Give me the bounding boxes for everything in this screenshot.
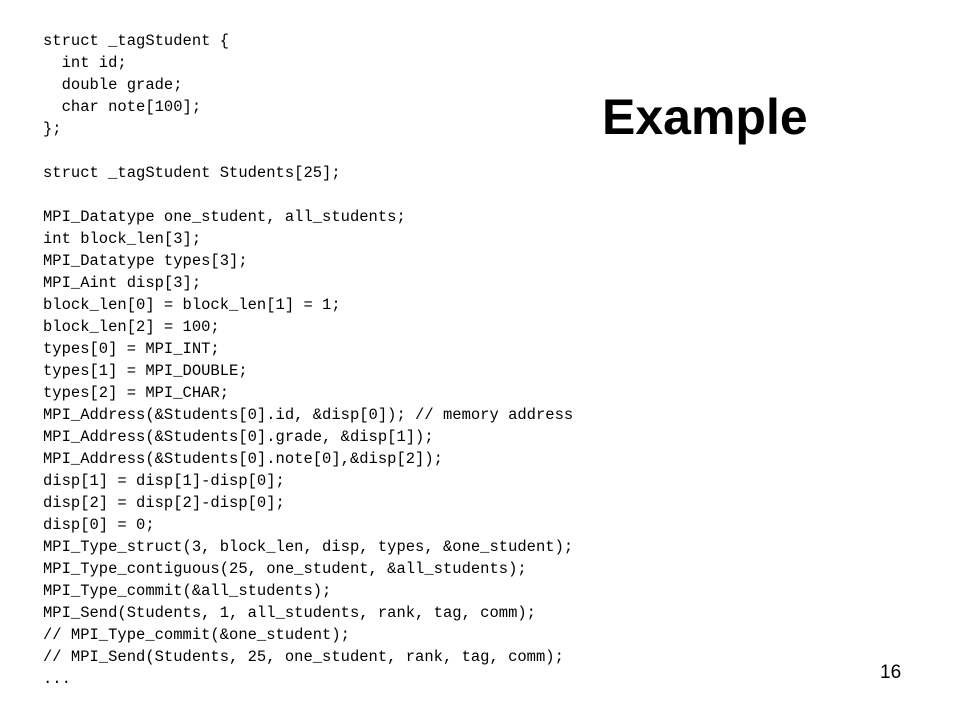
code-line: MPI_Type_contiguous(25, one_student, &al… <box>43 560 527 578</box>
code-line: // MPI_Type_commit(&one_student); <box>43 626 350 644</box>
code-line: MPI_Send(Students, 1, all_students, rank… <box>43 604 536 622</box>
code-line: MPI_Address(&Students[0].id, &disp[0]); … <box>43 406 574 424</box>
page-number: 16 <box>880 662 902 683</box>
code-line: MPI_Address(&Students[0].grade, &disp[1]… <box>43 428 434 446</box>
code-line: types[1] = MPI_DOUBLE; <box>43 362 248 380</box>
code-line: ... <box>43 670 71 688</box>
code-line: block_len[2] = 100; <box>43 318 220 336</box>
code-line: block_len[0] = block_len[1] = 1; <box>43 296 341 314</box>
code-line: disp[2] = disp[2]-disp[0]; <box>43 494 285 512</box>
code-line: types[2] = MPI_CHAR; <box>43 384 230 402</box>
code-line-blank <box>43 184 573 206</box>
code-line: MPI_Type_commit(&all_students); <box>43 582 332 600</box>
code-line: MPI_Aint disp[3]; <box>43 274 202 292</box>
code-line: int id; <box>43 54 127 72</box>
code-line: struct _tagStudent Students[25]; <box>43 164 341 182</box>
code-line: MPI_Datatype one_student, all_students; <box>43 208 406 226</box>
code-line-blank <box>43 140 573 162</box>
code-line: MPI_Datatype types[3]; <box>43 252 248 270</box>
code-block: struct _tagStudent { int id; double grad… <box>43 30 573 690</box>
code-line: char note[100]; <box>43 98 202 116</box>
code-line: disp[1] = disp[1]-disp[0]; <box>43 472 285 490</box>
code-line: int block_len[3]; <box>43 230 202 248</box>
code-line: // MPI_Send(Students, 25, one_student, r… <box>43 648 564 666</box>
code-line: MPI_Type_struct(3, block_len, disp, type… <box>43 538 574 556</box>
code-line: }; <box>43 120 62 138</box>
slide-title: Example <box>602 89 808 145</box>
code-line: disp[0] = 0; <box>43 516 155 534</box>
code-line: types[0] = MPI_INT; <box>43 340 220 358</box>
code-line: struct _tagStudent { <box>43 32 230 50</box>
code-line: double grade; <box>43 76 183 94</box>
code-line: MPI_Address(&Students[0].note[0],&disp[2… <box>43 450 443 468</box>
